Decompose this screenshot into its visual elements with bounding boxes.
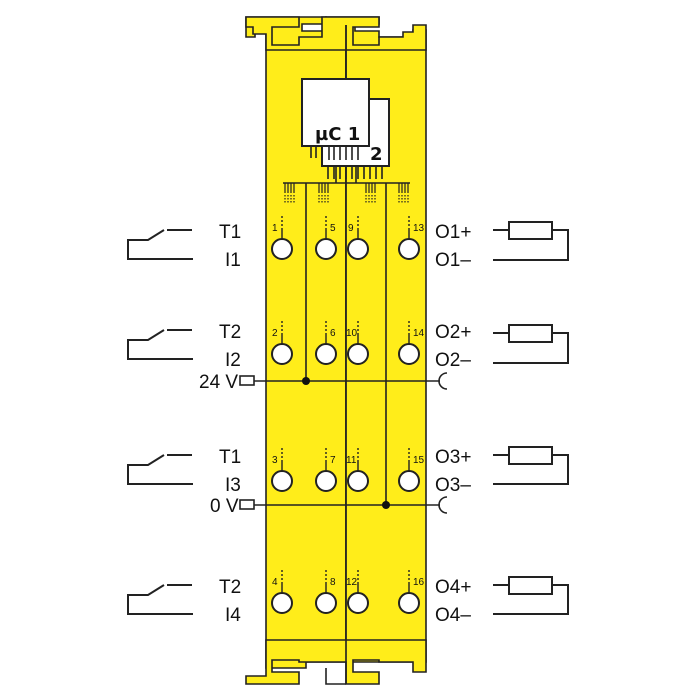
terminal-8[interactable] <box>315 592 337 614</box>
output-minus-label: O1– <box>435 250 471 271</box>
terminal-row-2 <box>271 343 420 365</box>
output-plus-label: O4+ <box>435 577 471 598</box>
terminal-number: 14 <box>413 328 425 339</box>
terminal-numbers: 1 2 3 4 5 6 7 8 9 10 11 12 13 14 15 16 <box>272 223 425 588</box>
supply-0v-connector-icon <box>239 499 255 510</box>
output-minus-label: O2– <box>435 350 471 371</box>
terminal-4[interactable] <box>271 592 293 614</box>
terminal-13[interactable] <box>398 238 420 260</box>
load-resistor-icon <box>508 324 553 343</box>
supply-24v-socket-icon <box>438 372 448 390</box>
switch-icon <box>127 584 193 615</box>
input-label: I4 <box>225 605 241 626</box>
terminal-16[interactable] <box>398 592 420 614</box>
supply-24v-connector-icon <box>239 375 255 386</box>
output-channel-4: O4+ O4– <box>435 576 569 626</box>
input-channel-4: T2 I4 <box>127 577 241 626</box>
input-channel-2: T2 I2 <box>127 322 241 371</box>
test-output-label: T1 <box>219 222 241 243</box>
supply-0v: 0 V <box>210 496 448 517</box>
supply-24v: 24 V <box>199 372 448 393</box>
terminal-row-3 <box>271 470 420 492</box>
input-label: I1 <box>225 250 241 271</box>
terminal-10[interactable] <box>347 343 369 365</box>
switch-icon <box>127 454 193 485</box>
switch-icon <box>127 329 193 360</box>
terminal-11[interactable] <box>347 470 369 492</box>
microcontroller-1 <box>301 78 370 147</box>
test-output-label: T2 <box>219 322 241 343</box>
terminal-number: 16 <box>413 577 425 588</box>
terminal-12[interactable] <box>347 592 369 614</box>
terminal-number: 6 <box>330 328 336 339</box>
output-minus-label: O3– <box>435 475 471 496</box>
terminal-6[interactable] <box>315 343 337 365</box>
output-plus-label: O1+ <box>435 222 471 243</box>
terminal-14[interactable] <box>398 343 420 365</box>
terminal-number: 8 <box>330 577 336 588</box>
input-channel-3: T1 I3 <box>127 447 241 496</box>
junction-dot <box>382 501 390 509</box>
terminal-number: 4 <box>272 577 278 588</box>
terminal-7[interactable] <box>315 470 337 492</box>
terminal-number: 15 <box>413 455 425 466</box>
terminal-15[interactable] <box>398 470 420 492</box>
output-channel-1: O1+ O1– <box>435 221 569 271</box>
terminal-number: 3 <box>272 455 278 466</box>
terminal-number: 5 <box>330 223 336 234</box>
output-plus-label: O3+ <box>435 447 471 468</box>
terminal-number: 9 <box>348 223 354 234</box>
output-plus-label: O2+ <box>435 322 471 343</box>
terminal-2[interactable] <box>271 343 293 365</box>
load-resistor-icon <box>508 221 553 240</box>
input-label: I3 <box>225 475 241 496</box>
terminal-number: 12 <box>346 577 358 588</box>
load-resistor-icon <box>508 446 553 465</box>
load-resistor-icon <box>508 576 553 595</box>
microcontroller-1-label: µC 1 <box>315 124 360 145</box>
terminal-1[interactable] <box>271 238 293 260</box>
supply-24v-label: 24 V <box>199 372 238 393</box>
terminal-9[interactable] <box>347 238 369 260</box>
test-output-label: T2 <box>219 577 241 598</box>
supply-0v-socket-icon <box>438 496 448 514</box>
terminal-number: 2 <box>272 328 278 339</box>
output-channel-2: O2+ O2– <box>435 322 569 371</box>
switch-icon <box>127 229 193 260</box>
input-channel-1: T1 I1 <box>127 222 241 271</box>
terminal-number: 13 <box>413 223 425 234</box>
supply-0v-label: 0 V <box>210 496 239 517</box>
output-minus-label: O4– <box>435 605 471 626</box>
terminal-number: 1 <box>272 223 278 234</box>
microcontroller-2-label: 2 <box>370 144 383 165</box>
microcontroller-block: µC 1 2 <box>283 25 410 505</box>
terminal-5[interactable] <box>315 238 337 260</box>
terminal-number: 7 <box>330 455 336 466</box>
terminal-number: 11 <box>346 455 357 466</box>
terminal-3[interactable] <box>271 470 293 492</box>
input-label: I2 <box>225 350 241 371</box>
junction-dot <box>302 377 310 385</box>
output-channel-3: O3+ O3– <box>435 446 569 496</box>
test-output-label: T1 <box>219 447 241 468</box>
terminal-number: 10 <box>346 328 358 339</box>
